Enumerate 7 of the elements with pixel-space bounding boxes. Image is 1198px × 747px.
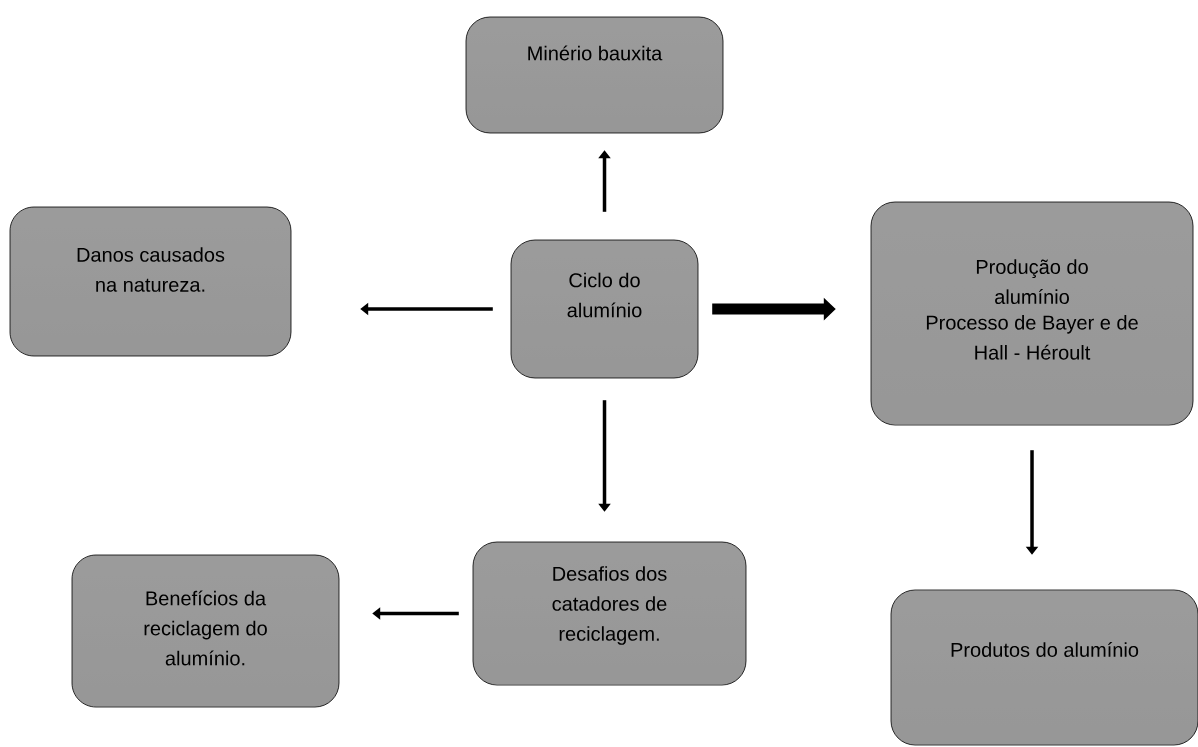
process-box: Danos causados na natureza. xyxy=(9,206,292,357)
process-box: Minério bauxita xyxy=(465,16,724,134)
process-box: Benefícios da reciclagem do alumínio. xyxy=(71,554,340,708)
process-box: Produtos do alumínio xyxy=(890,589,1198,746)
process-box: Produção do alumínio Processo de Bayer e de Hall - Héroult xyxy=(870,201,1194,426)
process-box: Desafios dos catadores de reciclagem. xyxy=(472,541,747,686)
process-box: Ciclo do alumínio xyxy=(510,239,699,379)
